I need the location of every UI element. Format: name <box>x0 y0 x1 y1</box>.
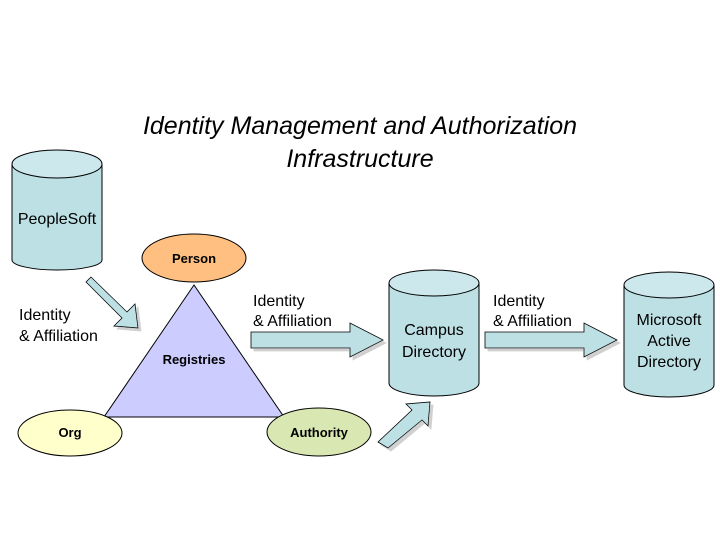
diagram-title-line2: Infrastructure <box>286 145 434 173</box>
registries-triangle <box>103 284 285 418</box>
edge-label-campus-line1: Identity <box>493 293 545 310</box>
edge-label-registries-line2: & Affiliation <box>253 313 332 330</box>
active-directory-label-line2: Active <box>647 333 691 350</box>
diagram-title-line1: Identity Management and Authorization <box>142 112 578 140</box>
arrow-campus-to-ad <box>484 322 618 358</box>
active-directory-label-line3: Directory <box>636 354 701 371</box>
campus-directory-label-line1: Campus <box>404 322 464 339</box>
peoplesoft-cylinder <box>11 149 103 271</box>
peoplesoft-label: PeopleSoft <box>17 211 97 228</box>
person-ellipse <box>141 233 247 283</box>
edge-label-registries-line1: Identity <box>253 293 305 310</box>
authority-ellipse <box>266 407 372 457</box>
active-directory-cylinder <box>623 271 715 398</box>
arrow-peoplesoft-to-registries <box>85 276 139 329</box>
edge-label-peoplesoft-line1: Identity <box>19 307 71 324</box>
authority-label: Authority <box>290 425 348 440</box>
arrow-authority-to-campus <box>377 401 431 449</box>
active-directory-label-line1: Microsoft <box>636 312 702 329</box>
edge-label-campus-line2: & Affiliation <box>493 313 572 330</box>
org-ellipse <box>17 409 123 457</box>
edge-label-peoplesoft-line2: & Affiliation <box>19 328 98 345</box>
person-label: Person <box>171 251 217 266</box>
registries-label: Registries <box>162 352 226 367</box>
arrow-registries-to-campus <box>250 322 384 358</box>
org-label: Org <box>58 425 82 440</box>
campus-directory-cylinder <box>388 269 480 397</box>
campus-directory-label-line2: Directory <box>401 344 466 361</box>
